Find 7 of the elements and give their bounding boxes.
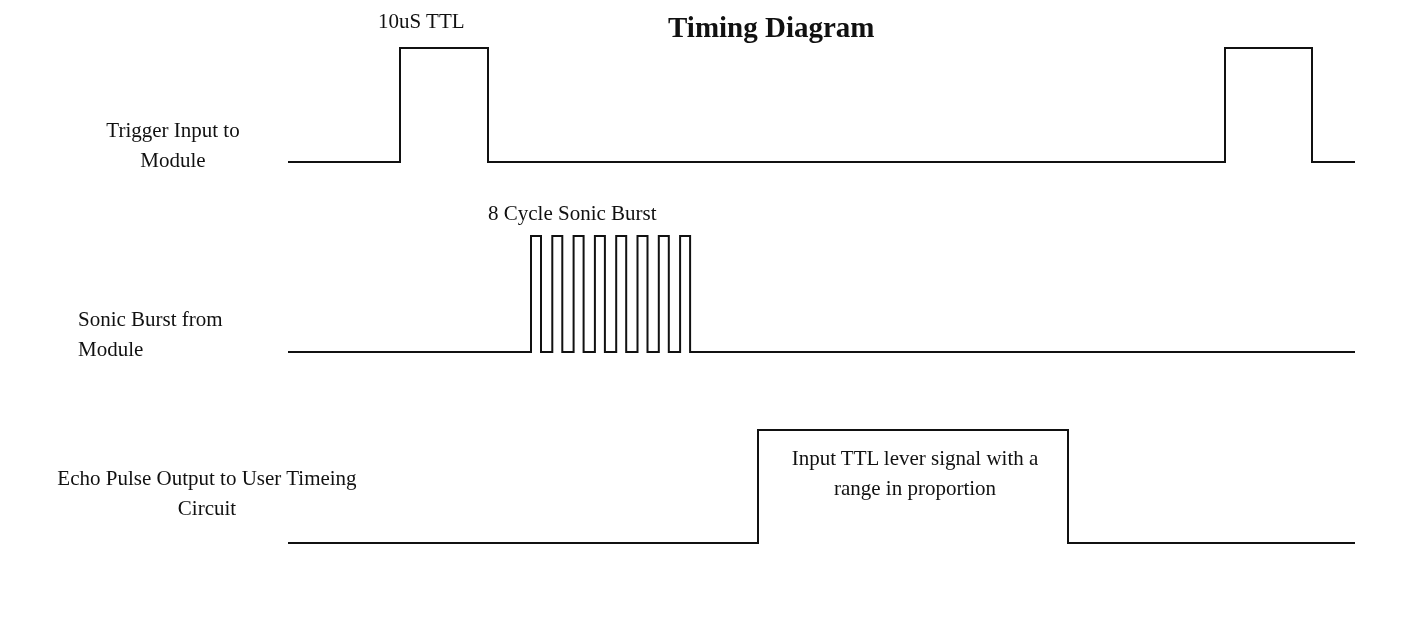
diagram-title: Timing Diagram — [668, 12, 875, 42]
signal-name: Echo Pulse Output to User Timeing Circuit — [56, 465, 358, 522]
pulse-description: Input TTL lever signal with a range in proportion — [790, 445, 1040, 502]
signal-name: Sonic Burst from Module — [78, 306, 224, 363]
burst-label: 8 Cycle Sonic Burst — [488, 200, 658, 227]
signal-name: Trigger Input to Module — [105, 117, 241, 174]
pulse-width-label: 10uS TTL — [378, 8, 466, 35]
